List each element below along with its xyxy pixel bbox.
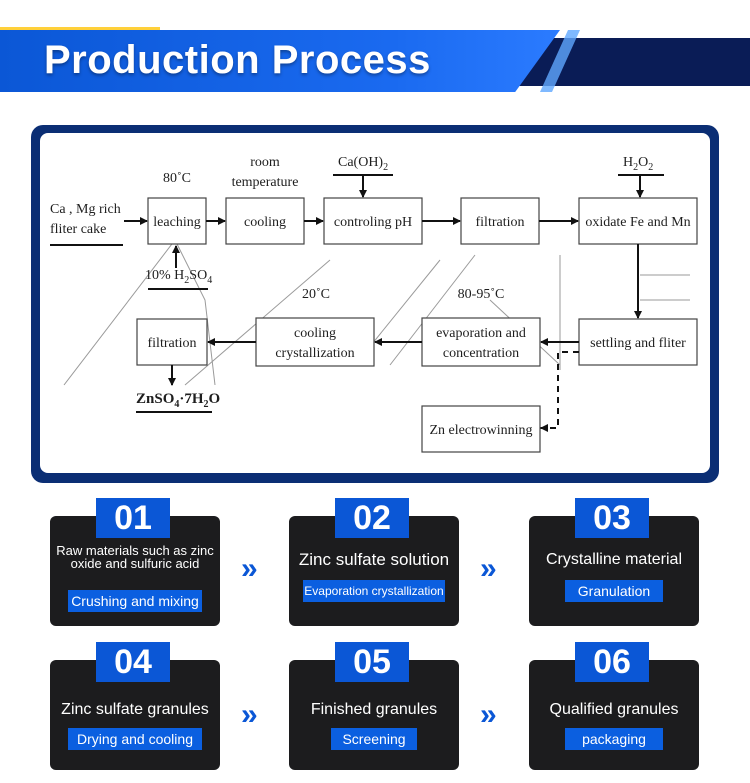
step-card-4: 04 Zinc sulfate granules Drying and cool… <box>50 642 220 770</box>
chevron-right-icon: » <box>480 552 497 585</box>
banner-accent-line <box>0 27 160 32</box>
step-action: Crushing and mixing <box>68 590 202 612</box>
step-title: Qualified granules <box>549 701 679 718</box>
step-action: Screening <box>331 728 417 750</box>
step-title: Raw materials such as zinc oxide and sul… <box>56 543 214 571</box>
step-title: Zinc sulfate granules <box>61 701 209 718</box>
banner-blue-band <box>0 30 560 92</box>
page-title: Production Process <box>44 38 431 82</box>
step-number: 03 <box>575 498 649 538</box>
step-number: 01 <box>96 498 170 538</box>
step-number: 04 <box>96 642 170 682</box>
step-title: Finished granules <box>310 701 438 718</box>
step-number: 02 <box>335 498 409 538</box>
step-title: Crystalline material <box>545 551 683 568</box>
step-action: Evaporation crystallization <box>303 580 445 602</box>
step-card-1: 01 Raw materials such as zinc oxide and … <box>50 498 220 626</box>
flow-panel <box>40 133 710 473</box>
step-card-2: 02 Zinc sulfate solution Evaporation cry… <box>289 498 459 626</box>
step-action: packaging <box>565 728 663 750</box>
chevron-right-icon: » <box>241 552 258 585</box>
step-action: Drying and cooling <box>68 728 202 750</box>
step-title: Zinc sulfate solution <box>298 550 450 569</box>
step-card-3: 03 Crystalline material Granulation <box>529 498 699 626</box>
step-card-5: 05 Finished granules Screening <box>289 642 459 770</box>
chevron-right-icon: » <box>480 698 497 731</box>
step-number: 05 <box>335 642 409 682</box>
step-number: 06 <box>575 642 649 682</box>
step-card-6: 06 Qualified granules packaging <box>529 642 699 770</box>
chevron-right-icon: » <box>241 698 258 731</box>
step-action: Granulation <box>565 580 663 602</box>
